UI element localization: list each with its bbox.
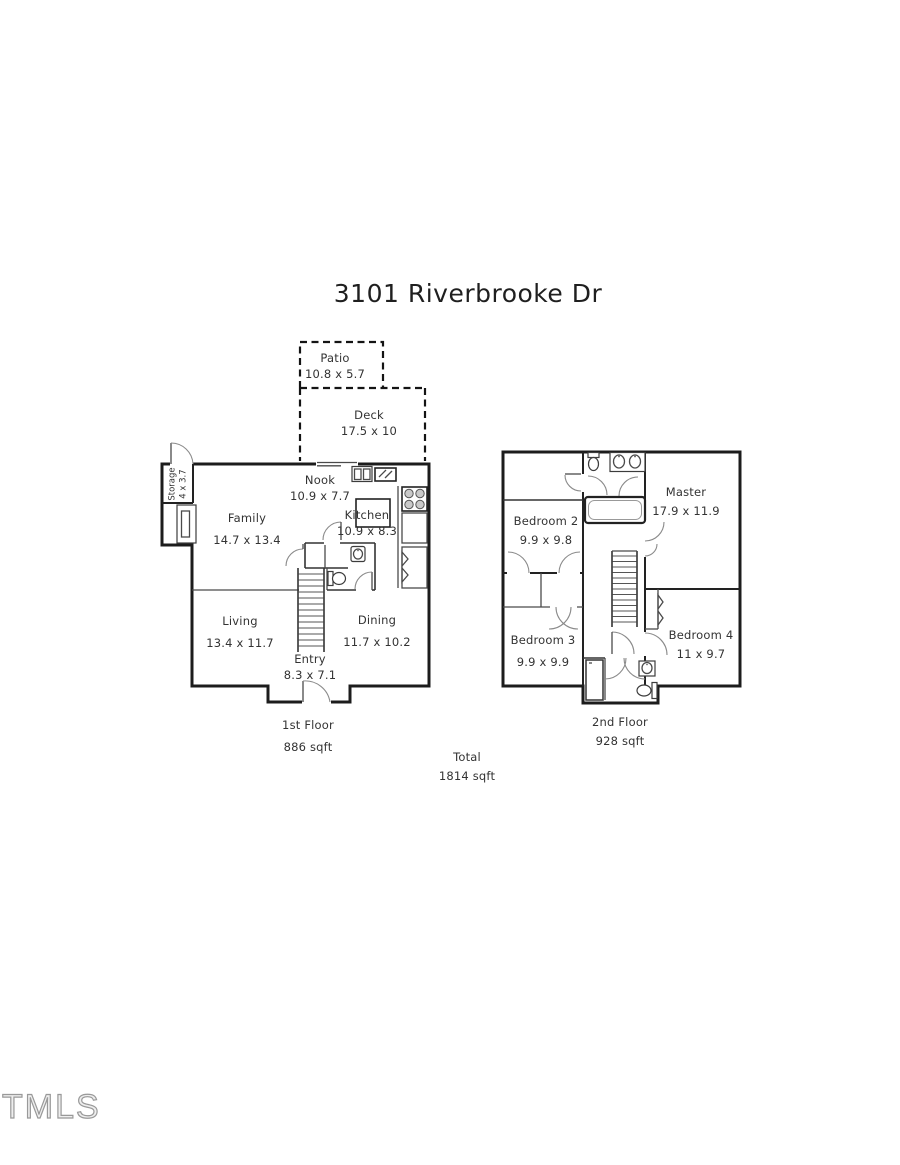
room-label-storage: Storage 4 x 3.7 — [167, 467, 188, 500]
lower-bath-door-arc — [623, 657, 646, 680]
room-name: Bedroom 4 — [668, 628, 734, 642]
tmls-watermark: TMLS — [1, 1087, 101, 1126]
shower-stall — [585, 659, 604, 701]
room-name: Family — [227, 511, 267, 525]
total-area: 1814 sqft — [438, 768, 496, 783]
total-area-label: Total 1814 sqft — [439, 751, 495, 782]
room-dims: 9.9 x 9.9 — [516, 654, 570, 669]
room-label-entry: Entry 8.3 x 7.1 — [284, 653, 337, 681]
hall-closet-arc — [644, 543, 658, 557]
bedroom2-closet-arc-left — [507, 551, 530, 574]
staircase-second-floor — [611, 550, 638, 627]
room-dims: 11 x 9.7 — [676, 646, 726, 661]
room-dims: 9.9 x 9.8 — [519, 532, 573, 547]
room-label-deck: Deck 17.5 x 10 — [341, 409, 397, 437]
room-label-dining: Dining 11.7 x 10.2 — [343, 614, 411, 648]
floor-area: 928 sqft — [595, 733, 645, 748]
second-floor-plan — [501, 450, 742, 705]
room-dims: 4 x 3.7 — [178, 469, 188, 499]
floor-name: 2nd Floor — [592, 715, 648, 729]
room-label-bedroom2: Bedroom 2 9.9 x 9.8 — [514, 515, 579, 546]
kitchen-sink — [351, 465, 373, 483]
deck-outline — [298, 386, 427, 461]
bathroom-door-arc-right — [618, 476, 639, 497]
fireplace — [176, 504, 197, 544]
half-bath-door-arc — [354, 571, 373, 590]
room-label-master: Master 17.9 x 11.9 — [652, 486, 720, 517]
first-floor-plan — [160, 442, 431, 706]
room-label-living: Living 13.4 x 11.7 — [206, 615, 274, 649]
lower-bathroom — [583, 657, 658, 701]
first-floor-area-label: 1st Floor 886 sqft — [282, 719, 334, 753]
kitchen-counter — [401, 512, 428, 544]
room-dims: 17.5 x 10 — [340, 423, 398, 438]
room-name: Patio — [320, 351, 350, 365]
bathroom-toilet — [587, 451, 600, 472]
shower-door-arc — [604, 657, 627, 680]
bedroom3-closet-arc-left — [548, 606, 572, 630]
room-name: Master — [665, 485, 707, 499]
bedroom4-door-arc — [644, 632, 668, 656]
plan-title: 3101 Riverbrooke Dr — [333, 279, 603, 308]
room-dims: 14.7 x 13.4 — [213, 532, 281, 547]
kitchen-island — [355, 498, 391, 528]
entry-door-arc — [302, 680, 331, 703]
bedroom3-closet-arc-right — [555, 606, 579, 630]
storage-room — [162, 464, 194, 504]
core-door-arc — [322, 521, 342, 541]
staircase-first-floor — [297, 568, 325, 652]
patio-outline — [298, 340, 385, 388]
lower-bath-toilet — [636, 681, 658, 700]
total-name: Total — [453, 750, 481, 764]
storage-door-arc — [170, 442, 194, 465]
room-dims: 17.9 x 11.9 — [652, 503, 720, 518]
room-name: Bedroom 3 — [510, 633, 576, 647]
stair-landing-door-arc — [611, 631, 635, 655]
room-label-family: Family 14.7 x 13.4 — [213, 512, 281, 546]
room-dims: 10.9 x 7.7 — [289, 488, 351, 503]
room-label-bedroom3: Bedroom 3 9.9 x 9.9 — [511, 634, 576, 668]
bedroom2-closet-arc-right — [558, 551, 581, 574]
upper-room-door-arc — [564, 474, 582, 492]
half-bath-sink — [350, 545, 366, 563]
room-name: Nook — [304, 473, 336, 487]
room-label-bedroom4: Bedroom 4 11 x 9.7 — [669, 629, 734, 660]
room-label-nook: Nook 10.9 x 7.7 — [290, 474, 350, 502]
room-name: Living — [222, 614, 258, 628]
room-dims: 10.9 x 8.3 — [336, 523, 398, 538]
room-name: Bedroom 2 — [513, 514, 579, 528]
room-label-kitchen: Kitchen 10.9 x 8.3 — [337, 509, 397, 537]
lower-bath-sink — [638, 660, 656, 677]
room-name: Entry — [294, 652, 326, 666]
pantry-bifold — [401, 546, 428, 589]
room-label-patio: Patio 10.8 x 5.7 — [305, 352, 365, 380]
room-name: Kitchen — [344, 508, 390, 522]
master-door-arc — [644, 521, 665, 542]
bedroom4-closet — [645, 589, 664, 630]
double-vanity — [609, 451, 646, 473]
second-floor-area-label: 2nd Floor 928 sqft — [592, 716, 648, 747]
room-name: Dining — [357, 613, 397, 627]
second-floor-outer-wall — [501, 450, 742, 705]
room-name: Deck — [354, 408, 384, 422]
floor-area: 886 sqft — [283, 739, 333, 754]
room-dims: 8.3 x 7.1 — [283, 667, 337, 682]
stove — [401, 486, 428, 512]
bathtub — [583, 495, 647, 525]
room-dims: 10.8 x 5.7 — [304, 366, 366, 381]
family-door-arc — [285, 548, 304, 567]
room-name: Storage — [167, 467, 178, 501]
floor-name: 1st Floor — [282, 718, 334, 732]
room-dims: 13.4 x 11.7 — [206, 635, 274, 650]
half-bath-toilet — [327, 570, 347, 587]
bathroom-door-arc-left — [587, 475, 608, 496]
dishwasher — [374, 467, 397, 482]
first-floor-outer-wall — [160, 462, 431, 704]
room-dims: 11.7 x 10.2 — [343, 634, 411, 649]
